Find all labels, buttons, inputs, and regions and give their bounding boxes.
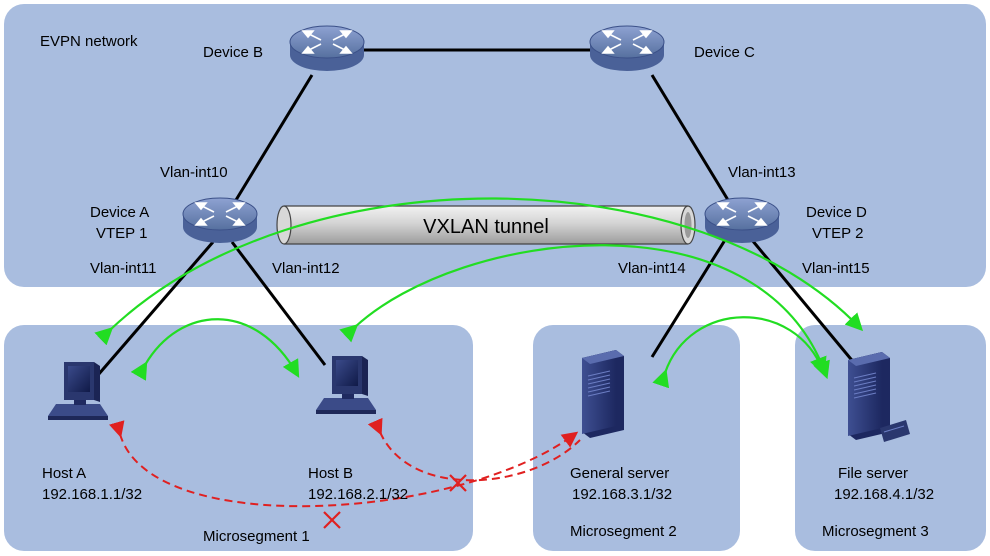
device-c-icon: [589, 25, 665, 72]
microsegment-3-label: Microsegment 3: [822, 523, 929, 540]
device-a-role-label: VTEP 1: [96, 225, 147, 242]
vxlan-tunnel-label: VXLAN tunnel: [423, 216, 549, 238]
interface-vlan-int12-label: Vlan-int12: [272, 260, 340, 277]
blocked-traffic-arrows: [109, 417, 581, 508]
file-server-ip-label: 192.168.4.1/32: [834, 486, 934, 503]
microsegment-2-region: [533, 325, 740, 551]
host-b-ip-label: 192.168.2.1/32: [308, 486, 408, 503]
microsegment-1-label: Microsegment 1: [203, 528, 310, 545]
file-server-name-label: File server: [838, 465, 908, 482]
allowed-traffic-arrows: [94, 197, 864, 389]
allowed-arrow-hosta-fileserver: [94, 197, 864, 346]
device-a-name-label: Device A: [90, 204, 149, 221]
host-a-name-label: Host A: [42, 465, 86, 482]
device-a-icon: [182, 197, 258, 244]
general-server-icon: [581, 349, 625, 439]
blocked-arrow-hostb-general: [367, 417, 581, 482]
interface-vlan-int15-label: Vlan-int15: [802, 260, 870, 277]
device-c-label: Device C: [694, 44, 755, 61]
device-b-icon: [289, 25, 365, 72]
file-server-drive-icon: [880, 420, 910, 442]
device-b-label: Device B: [203, 44, 263, 61]
interface-vlan-int13-label: Vlan-int13: [728, 164, 796, 181]
general-server-ip-label: 192.168.3.1/32: [572, 486, 672, 503]
interface-vlan-int10-label: Vlan-int10: [160, 164, 228, 181]
microsegment-1-region: [4, 325, 473, 551]
device-d-role-label: VTEP 2: [812, 225, 863, 242]
vxlan-tunnel: [276, 205, 696, 245]
general-server-name-label: General server: [570, 465, 669, 482]
blocked-arrow-hosta-general: [109, 420, 579, 508]
allowed-arrow-hostb-fileserver: [339, 244, 830, 380]
interface-vlan-int14-label: Vlan-int14: [618, 260, 686, 277]
microsegment-2-label: Microsegment 2: [570, 523, 677, 540]
blocked-cross-marks: [323, 474, 467, 529]
host-b-name-label: Host B: [308, 465, 353, 482]
host-a-ip-label: 192.168.1.1/32: [42, 486, 142, 503]
device-d-name-label: Device D: [806, 204, 867, 221]
interface-vlan-int11-label: Vlan-int11: [90, 260, 156, 277]
physical-links: [96, 48, 862, 376]
file-server-icon: [847, 351, 891, 441]
allowed-arrow-general-file: [652, 316, 827, 389]
evpn-network-label: EVPN network: [40, 33, 138, 50]
allowed-arrow-hosta-hostb: [130, 318, 300, 381]
